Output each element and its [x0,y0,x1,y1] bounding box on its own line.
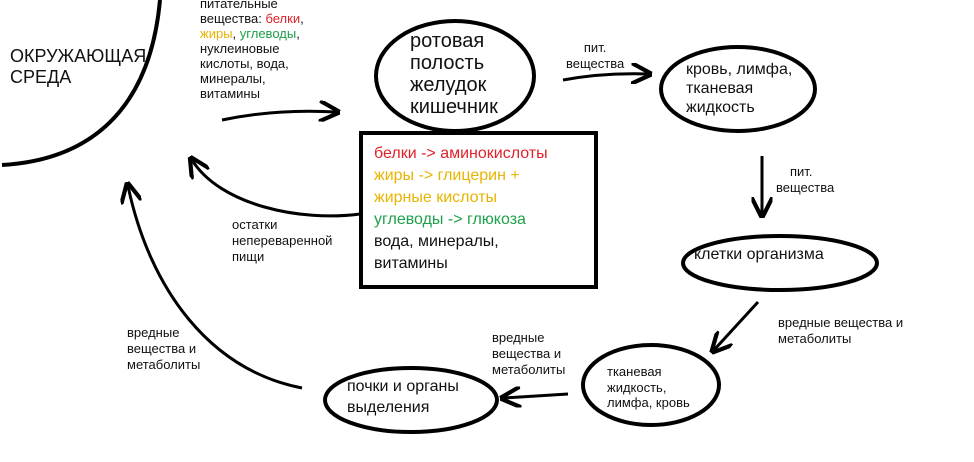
digestion-proteins: белки -> аминокислоты [374,145,548,162]
nutrients-prefix: вещества: [200,11,266,27]
residue-label: остатки непереваренной пищи [232,217,332,265]
kidneys-line-2: выделения [347,398,430,416]
tissue-label: тканевая жидкость, лимфа, кровь [607,364,690,411]
nutrients-comma-2: , [232,26,240,42]
blood-line-3: жидкость [686,99,755,117]
pit1-label: пит. вещества [566,40,624,71]
digestion-other-2: витамины [374,255,448,273]
nutrients-line-7: витамины [200,86,260,102]
harmful-left-line-1: вредные [127,325,180,340]
digestion-text: белки -> аминокислоты жиры -> глицерин +… [374,143,548,275]
nutrients-line-5: кислоты, вода, [200,56,289,72]
cells-text: клетки организма [694,246,824,263]
harmful-left-label: вредные вещества и метаболиты [127,325,200,373]
harmful-mid-label: вредные вещества и метаболиты [492,330,565,378]
environment-line-2: СРЕДА [10,67,72,88]
nutrients-fats: жиры [200,26,233,42]
residue-line-1: остатки [232,217,278,232]
arrow-env-to-mouth [221,111,336,120]
mouth-line-4: кишечник [410,96,498,118]
arrow-residue-to-env [192,160,361,218]
environment-line-1: ОКРУЖАЮЩАЯ [10,46,147,66]
kidneys-ellipse [323,366,499,434]
pit2-line-1: пит. [790,164,813,179]
harmful-left-line-3: метаболиты [127,356,201,372]
kidneys-line-1: почки и органы [347,378,459,395]
blood-line-2: тканевая [686,80,754,98]
pit2-line-2: вещества [776,179,835,195]
pit1-line-1: пит. [583,40,607,55]
nutrients-carbs: углеводы [239,26,297,42]
nutrients-line-6: минералы, [200,71,266,87]
environment-boundary [1,0,162,167]
nutrients-line-4: нуклеиновые [200,41,280,57]
digestion-other-1: вода, минералы, [374,233,499,251]
arrow-tissue-to-kidneys [504,394,569,398]
mouth-line-3: желудок [410,74,487,96]
harmful-mid-line-1: вредные [492,330,545,345]
digestion-carbs: углеводы -> глюкоза [374,211,526,229]
tissue-line-2: жидкость, [607,379,667,395]
mouth-label: ротовая полость желудок кишечник [410,30,498,118]
pit1-line-2: вещества [566,55,625,71]
nutrients-comma-1: , [300,11,304,27]
harmful-mid-line-3: метаболиты [492,361,566,377]
harmful-right-label: вредные вещества и метаболиты [778,315,903,347]
harmful-mid-line-2: вещества и [492,345,562,361]
nutrients-proteins: белки [265,11,301,27]
cells-label: клетки организма [694,246,824,265]
harmful-left-line-2: вещества и [127,340,197,356]
nutrients-line-3: жиры, углеводы, [200,26,304,41]
harmful-right-line-2: метаболиты [778,330,852,346]
nutrients-line-2: вещества: белки, [200,11,304,26]
tissue-line-3: лимфа, кровь [607,395,690,411]
harmful-right-line-1: вредные вещества и [778,315,904,330]
nutrients-line-1: питательные [200,0,278,11]
pit2-label: пит. вещества [776,164,834,195]
residue-line-3: пищи [232,248,265,264]
tissue-ellipse [581,343,721,427]
mouth-line-1: ротовая [410,30,485,52]
digestion-fats-1: жиры -> глицерин + [374,167,520,185]
mouth-line-2: полость [410,52,485,74]
arrow-mouth-to-blood [562,74,648,80]
digestion-box [359,131,598,289]
residue-line-2: непереваренной [232,232,333,248]
blood-label: кровь, лимфа, тканевая жидкость [686,60,792,118]
arrow-kidneys-to-env [128,186,303,390]
nutrients-label: питательные вещества: белки, жиры, углев… [200,0,304,102]
kidneys-label: почки и органы выделения [347,377,459,419]
blood-line-1: кровь, лимфа, [686,61,793,78]
arrow-cells-to-tissue [714,300,760,350]
nutrients-comma-3: , [296,26,300,42]
tissue-line-1: тканевая [607,364,662,379]
cells-ellipse [681,234,879,292]
environment-label: ОКРУЖАЮЩАЯ СРЕДА [10,46,146,88]
digestion-fats-2: жирные кислоты [374,189,498,207]
blood-ellipse [659,45,817,133]
